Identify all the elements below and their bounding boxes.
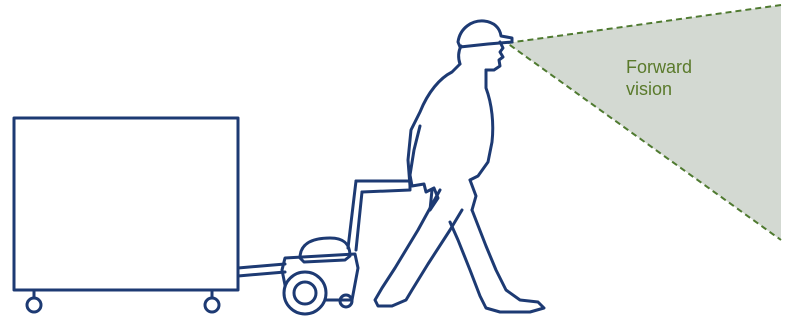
person-back-leg (375, 190, 462, 306)
vision-label: Forward vision (626, 56, 736, 100)
person-front-leg (450, 210, 544, 312)
tug-handle (356, 181, 410, 192)
tug-column (348, 181, 362, 250)
tow-bar (238, 264, 285, 276)
cart-caster-left (27, 298, 41, 312)
tug-wheel (284, 272, 326, 314)
cart-body (14, 118, 238, 290)
cart (14, 118, 238, 312)
tug (282, 181, 410, 314)
person (375, 21, 544, 312)
vision-cone (507, 5, 781, 240)
person-front (470, 70, 493, 180)
person-back (408, 64, 460, 186)
person-cap (458, 21, 512, 47)
tug-motor (300, 238, 350, 262)
cart-caster-right (205, 298, 219, 312)
person-arm (410, 126, 438, 210)
person-hip (470, 180, 476, 210)
